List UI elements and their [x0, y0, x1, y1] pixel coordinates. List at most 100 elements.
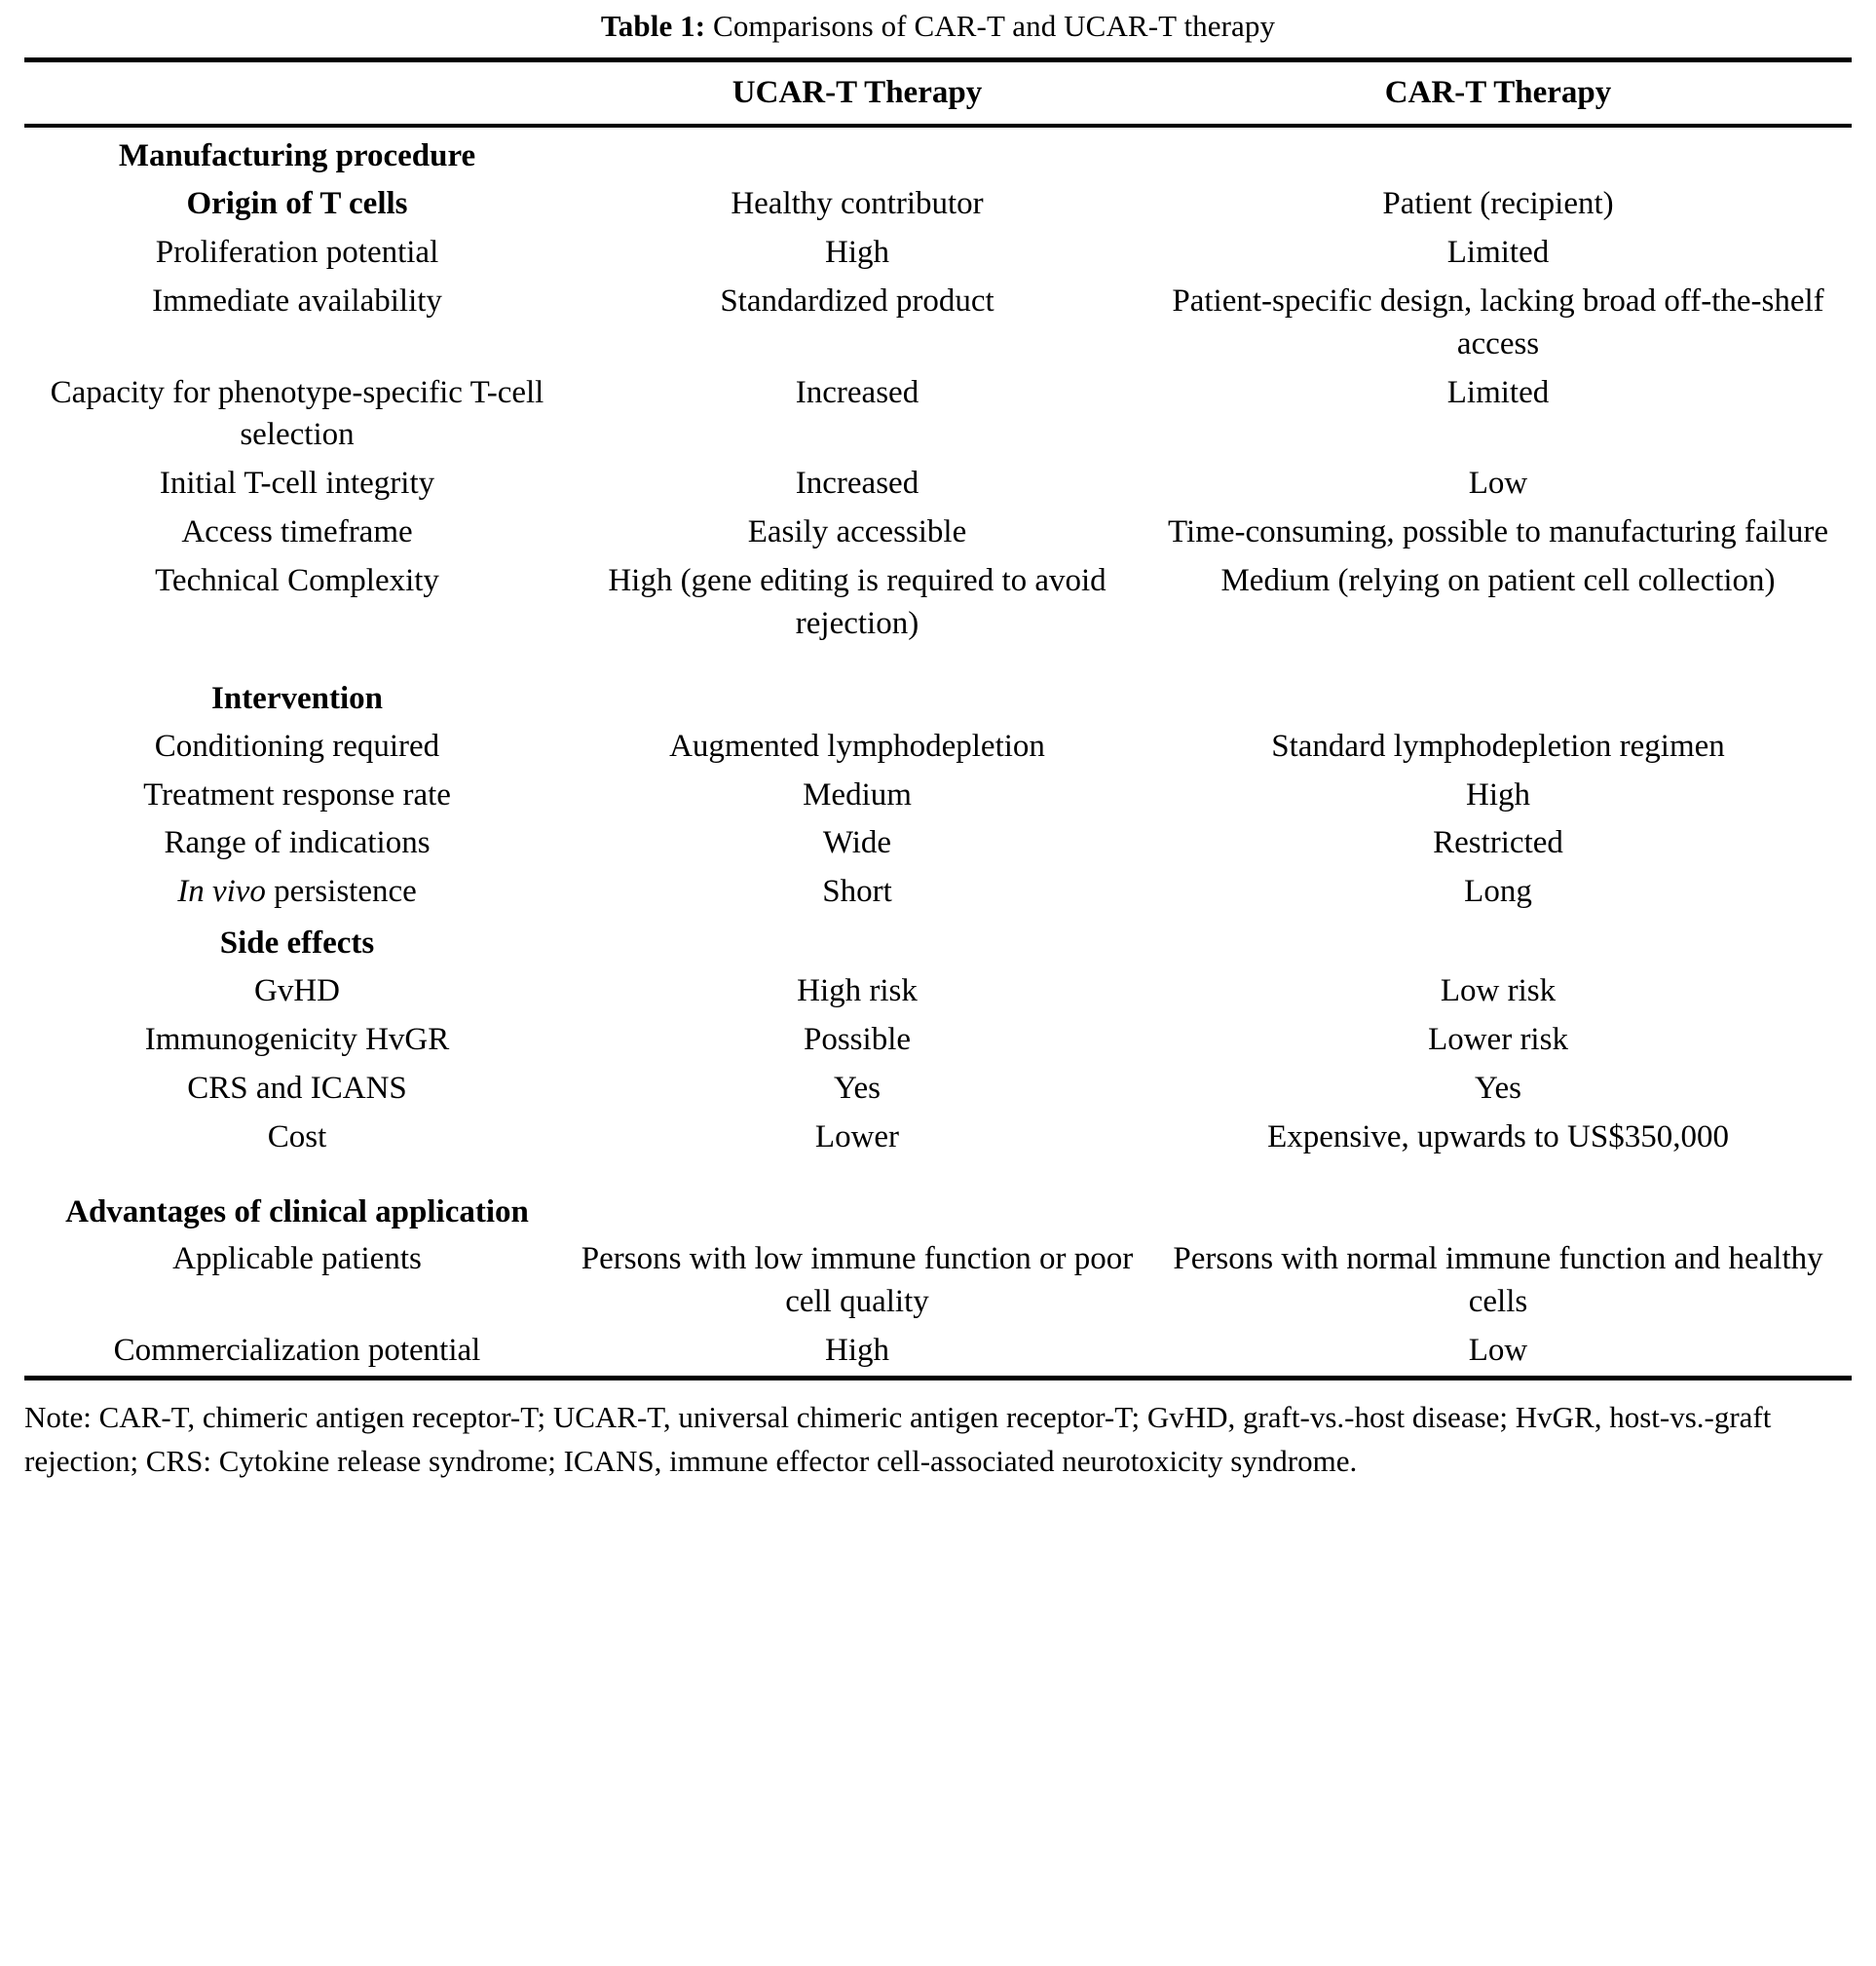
section-label: Intervention	[211, 680, 383, 716]
header-ucart: UCAR-T Therapy	[732, 75, 983, 111]
row-label: Treatment response rate	[143, 776, 451, 813]
table-section-row: Manufacturing procedure	[24, 130, 1852, 180]
row-label: GvHD	[254, 973, 340, 1009]
cell-ucart: Easily accessible	[747, 514, 967, 550]
cell-ucart: High risk	[797, 973, 918, 1009]
row-label: Immunogenicity HvGR	[144, 1021, 450, 1057]
rule-mid-row	[24, 124, 1853, 131]
row-label: Technical Complexity	[155, 563, 439, 599]
rule-bottom-row	[24, 1376, 1853, 1383]
caption-text: Comparisons of CAR-T and UCAR-T therapy	[713, 9, 1276, 43]
row-label: CRS and ICANS	[187, 1070, 407, 1106]
table-note: Note: CAR-T, chimeric antigen receptor-T…	[24, 1400, 1772, 1478]
table-row: Cost Lower Expensive, upwards to US$350,00…	[24, 1114, 1852, 1162]
cell-cart: Restricted	[1433, 825, 1563, 861]
table-container: UCAR-T Therapy CAR-T Therapy Manufacturi…	[24, 57, 1853, 1383]
cell-ucart: Increased	[795, 374, 919, 410]
section-label: Advantages of clinical application	[65, 1193, 529, 1229]
caption-label: Table 1:	[600, 9, 706, 43]
table-section-row: Side effects	[24, 917, 1852, 967]
rule-top-row	[24, 57, 1853, 65]
cell-ucart: Short	[822, 874, 892, 910]
cell-ucart: Wide	[822, 825, 892, 861]
row-label-italic: In vivo	[177, 874, 266, 910]
cell-ucart: Increased	[795, 466, 919, 502]
top-rule	[24, 57, 1853, 65]
cell-cart: Limited	[1446, 234, 1550, 270]
row-label: Initial T-cell integrity	[159, 466, 435, 502]
cell-ucart: Augmented lymphodepletion	[669, 728, 1045, 764]
cell-cart: Patient (recipient)	[1382, 186, 1614, 222]
table-row: Initial T-cell integrity Increased Low	[24, 460, 1852, 509]
row-label: Cost	[267, 1118, 327, 1154]
cell-ucart	[570, 917, 1144, 967]
table-header: UCAR-T Therapy CAR-T Therapy	[24, 57, 1853, 131]
row-label: Capacity for phenotype-specific T-cell s…	[50, 374, 544, 453]
row-label: In vivo persistence	[177, 874, 417, 910]
cell-ucart: Healthy contributor	[731, 186, 984, 222]
row-label: Commercialization potential	[113, 1333, 481, 1369]
cell-cart: Medium (relying on patient cell collecti…	[1220, 563, 1776, 599]
row-label: Applicable patients	[172, 1241, 422, 1277]
cell-ucart	[570, 649, 1144, 723]
comparison-table: UCAR-T Therapy CAR-T Therapy Manufacturi…	[24, 57, 1853, 1383]
table-row: Origin of T cells Healthy contributor Pati…	[24, 180, 1852, 229]
header-row: UCAR-T Therapy CAR-T Therapy	[24, 64, 1852, 126]
table-row: Technical Complexity High (gene editing i…	[24, 557, 1852, 649]
cell-cart: Low	[1468, 466, 1528, 502]
row-label: Immediate availability	[152, 283, 442, 319]
table-row: Commercialization potential High Low	[24, 1327, 1852, 1378]
header-blank	[24, 64, 570, 126]
cell-cart: Lower risk	[1428, 1021, 1568, 1057]
cell-cart	[1144, 649, 1852, 723]
cell-ucart: High	[825, 234, 889, 270]
cell-cart: Long	[1464, 874, 1532, 910]
cell-ucart: Yes	[833, 1070, 882, 1106]
cell-cart: Time-consuming, possible to manufacturin…	[1168, 514, 1828, 550]
table-caption: Table 1: Comparisons of CAR-T and UCAR-T…	[0, 0, 1876, 57]
cell-cart	[1144, 1162, 1852, 1236]
cell-cart: Persons with normal immune function and …	[1173, 1241, 1823, 1320]
table-row: Applicable patients Persons with low immu…	[24, 1235, 1852, 1327]
cell-cart: Patient-specific design, lacking broad o…	[1172, 283, 1824, 361]
cell-cart: Low risk	[1440, 973, 1557, 1009]
cell-ucart: Persons with low immune function or poor…	[581, 1241, 1134, 1320]
header-cart: CAR-T Therapy	[1384, 75, 1612, 111]
cell-ucart	[570, 1162, 1144, 1236]
table-row: In vivo persistence Short Long	[24, 868, 1852, 917]
table-row: CRS and ICANS Yes Yes	[24, 1065, 1852, 1114]
cell-cart: Limited	[1446, 374, 1550, 410]
section-label: Manufacturing procedure	[118, 138, 476, 174]
table-section-row: Intervention	[24, 649, 1852, 723]
header-rule	[24, 124, 1853, 131]
cell-ucart: High (gene editing is required to avoid …	[608, 563, 1107, 641]
section-label: Side effects	[219, 926, 375, 962]
row-label: Access timeframe	[181, 514, 413, 550]
cell-ucart: Standardized product	[720, 283, 994, 319]
cell-ucart: Medium	[803, 776, 912, 813]
table-section-row: Advantages of clinical application	[24, 1162, 1852, 1236]
cell-ucart: Lower	[814, 1118, 900, 1154]
row-label: Proliferation potential	[155, 234, 439, 270]
cell-cart: Low	[1468, 1333, 1528, 1369]
cell-cart	[1144, 917, 1852, 967]
cell-cart: Standard lymphodepletion regimen	[1271, 728, 1725, 764]
cell-cart: Expensive, upwards to US$350,000	[1267, 1118, 1729, 1154]
table-row: Proliferation potential High Limited	[24, 229, 1852, 278]
cell-ucart	[570, 130, 1144, 180]
table-row: Access timeframe Easily accessible Time-co…	[24, 509, 1852, 557]
bottom-rule	[24, 1376, 1853, 1383]
table-row: Conditioning required Augmented lymphodep…	[24, 723, 1852, 772]
row-label: Origin of T cells	[186, 186, 408, 222]
table-row: Immediate availability Standardized produ…	[24, 278, 1852, 369]
row-label: Conditioning required	[154, 728, 440, 764]
cell-cart	[1144, 130, 1852, 180]
cell-cart: Yes	[1475, 1070, 1522, 1106]
cell-ucart: High	[825, 1333, 889, 1369]
table-row: GvHD High risk Low risk	[24, 967, 1852, 1016]
